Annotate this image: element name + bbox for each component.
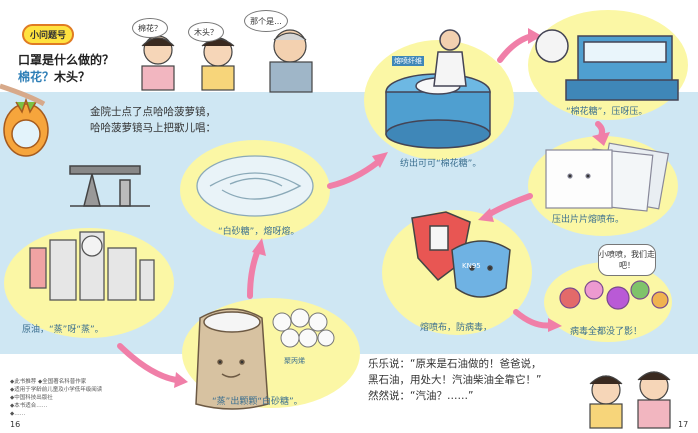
spinning-machine <box>385 29 491 149</box>
mask-model-text: KN95 <box>462 262 481 270</box>
melt-swirl <box>196 155 314 217</box>
mask-shield <box>411 211 511 298</box>
arrow-mask-to-virus <box>513 309 555 329</box>
dialogue-text: 乐乐说：“原来是石油做的！爸爸说， 黑石油，用处大！汽油柴油全靠它！” 然然说：… <box>368 356 541 404</box>
step-sheet-label: 压出片片熔喷布。 <box>552 215 625 225</box>
flow-arrows <box>117 33 606 383</box>
page-number-left: 16 <box>10 420 21 429</box>
viruses <box>559 280 669 310</box>
step-sugar-label: “蒸”出颗颗“白砂糖”。 <box>212 397 303 407</box>
pineapple-mirror <box>0 83 49 157</box>
step-press-label: “棉花糖”，压呀压。 <box>566 107 648 117</box>
spin-fiber-tag: 熔喷纤维 <box>392 56 424 66</box>
polypropylene-tag: 聚丙烯 <box>284 357 305 365</box>
intro-text: 金院士点了点哈哈菠萝镜， 哈哈菠萝镜马上把歌儿唱： <box>90 104 216 136</box>
oil-pump <box>69 165 150 207</box>
step-mask-label: 熔喷布，防病毒， <box>420 323 493 333</box>
intro-line-2: 哈哈菠萝镜马上把歌儿唱： <box>90 122 216 134</box>
step-virus-label: 病毒全都没了影！ <box>570 327 643 337</box>
arrow-heads <box>174 28 610 388</box>
fabric-sheets <box>545 142 670 212</box>
page-title: 口罩是什么做的？ 棉花？木头？ <box>18 52 114 86</box>
header-badge: 小问题号 <box>22 24 75 45</box>
title-cotton: 棉花？ <box>18 70 55 84</box>
speech-bubble-grandpa: 那个是... <box>244 10 288 32</box>
granules <box>272 308 335 348</box>
title-wood: 木头？ <box>54 70 91 84</box>
arrow-oil-to-sugar <box>117 343 179 383</box>
arrow-sheet-to-mask <box>485 193 533 218</box>
footnote: ◆此书推荐 ◆全国著名科普作家 ◆适用于学龄前儿童及小学低年级阅读 ◆中国科技出… <box>10 378 130 418</box>
title-line-2: 棉花？木头？ <box>18 69 114 86</box>
speech-bubble-cotton: 棉花？ <box>132 18 168 38</box>
step-melt-label: “白砂糖”，熔呀熔。 <box>218 227 300 237</box>
bottom-kids <box>589 371 671 429</box>
footnote-line: ◆本书适合…… <box>10 403 48 409</box>
arrow-sugar-to-melt <box>247 247 261 299</box>
arrow-melt-to-spin <box>327 159 381 189</box>
footnote-line: ◆适用于学龄前儿童及小学低年级阅读 <box>10 387 103 393</box>
virus-speech-bubble: 小喷喷，我们走吧！ <box>598 244 656 276</box>
footnote-line: ◆此书推荐 ◆全国著名科普作家 <box>10 379 87 385</box>
arrow-spin-to-press <box>497 33 535 63</box>
dialogue-line-2: 黑石油，用处大！汽油柴油全靠它！” <box>368 374 542 386</box>
header-characters <box>141 29 313 93</box>
page-number-right: 17 <box>678 420 689 429</box>
step-oil-label: 原油，“蒸”呀“蒸”。 <box>22 325 104 335</box>
intro-line-1: 金院士点了点哈哈菠萝镜， <box>90 106 216 118</box>
title-line-1: 口罩是什么做的？ <box>18 53 115 67</box>
sugar-bag <box>195 308 269 410</box>
speech-bubble-wood: 木头？ <box>188 22 224 42</box>
refinery <box>29 231 155 301</box>
press-machine <box>535 29 679 101</box>
dialogue-line-1: 乐乐说：“原来是石油做的！爸爸说， <box>368 358 542 370</box>
dialogue-line-3: 然然说：“汽油？……” <box>368 390 474 402</box>
footnote-line: ◆…… <box>10 411 26 417</box>
step-spin-label: 纺出可可“棉花糖”。 <box>400 159 482 169</box>
footnote-line: ◆中国科技出版社 <box>10 395 53 401</box>
